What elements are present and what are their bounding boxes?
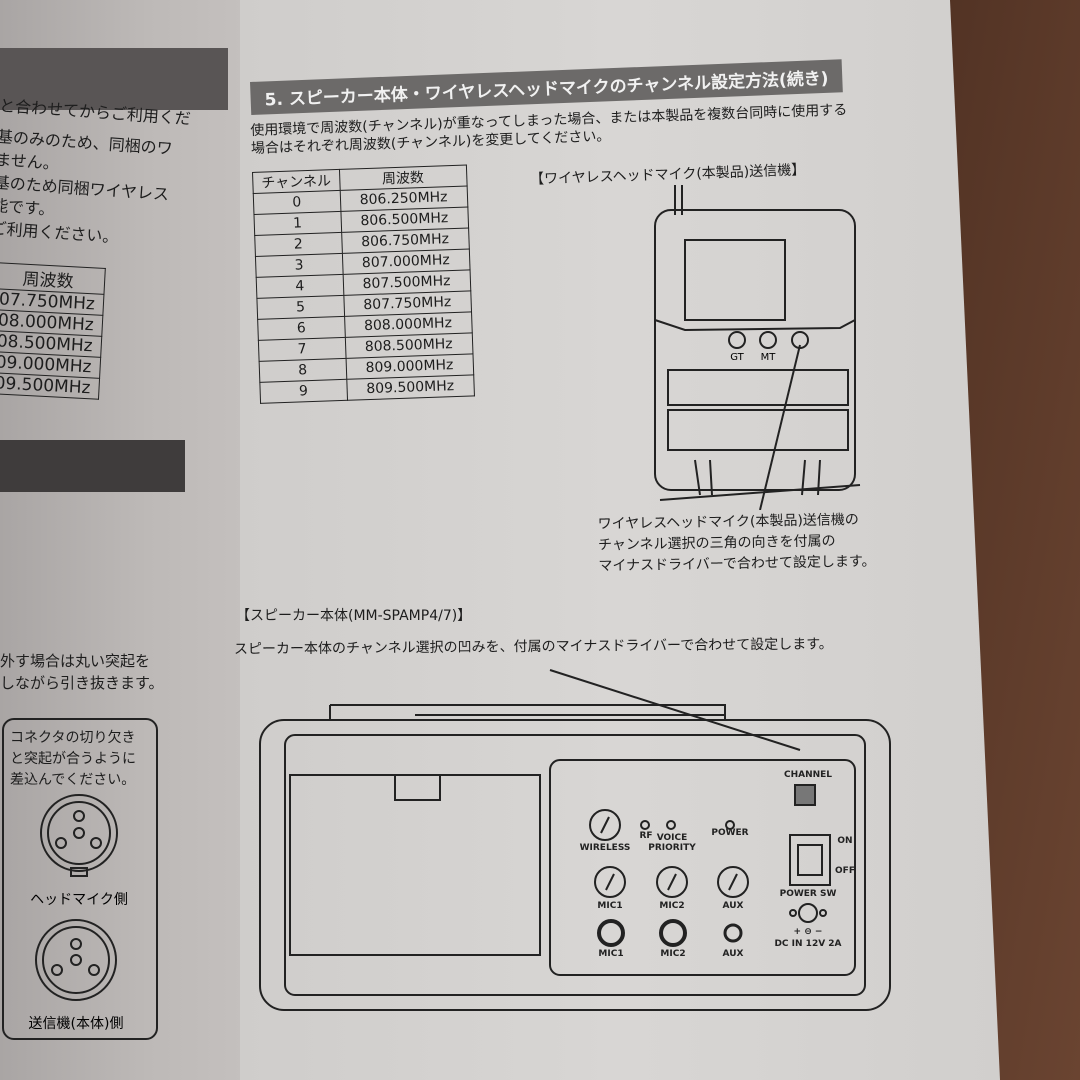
polarity-label: + ⊖ −: [794, 927, 823, 937]
speaker-diagram: CHANNEL WIRELESS RF VOICE PRIORITY POWER…: [259, 669, 891, 1011]
mic2-jack-label: MIC2: [660, 949, 685, 959]
channel-cell: 5: [256, 295, 345, 320]
channel-cell: 8: [259, 358, 347, 383]
transmitter-diagram: GT MT: [654, 185, 861, 510]
dc-in-label: DC IN 12V 2A: [774, 939, 841, 949]
power-sw-label: POWER SW: [780, 889, 837, 899]
connector-diagrams: ヘッドマイク側 送信機(本体)側: [29, 794, 128, 1032]
mic1-knob-label: MIC1: [597, 901, 622, 911]
text-line: しながら引き抜きます。: [0, 674, 164, 692]
power-label: POWER: [711, 828, 748, 838]
text-line: と突起が合うように: [10, 751, 136, 767]
mic2-knob-label: MIC2: [659, 901, 684, 911]
left-page-text: と合わせてからご利用くだ 基のみのため、同梱のワ ません。 基のため同梱ワイヤレ…: [0, 94, 192, 253]
connector-note-box: コネクタの切り欠き と突起が合うように 差込んでください。 ヘッドマイク側 送信…: [2, 718, 158, 1040]
text-line: 外す場合は丸い突起を: [0, 652, 151, 670]
gt-label: GT: [730, 352, 744, 363]
right-page: [240, 0, 1000, 1080]
channel-label: CHANNEL: [784, 770, 832, 780]
on-label: ON: [837, 836, 852, 846]
left-section-band-2: [0, 440, 185, 492]
frequency-cell: 809.500MHz: [346, 374, 475, 401]
headmic-side-label: ヘッドマイク側: [30, 892, 128, 908]
transmitter-connector-icon: [35, 919, 117, 1001]
channel-cell: 7: [258, 337, 346, 362]
channel-cell: 4: [256, 274, 344, 299]
removal-note: 外す場合は丸い突起を しながら引き抜きます。: [0, 650, 164, 694]
mic1-jack-label: MIC1: [598, 949, 623, 959]
connector-note: コネクタの切り欠き と突起が合うように 差込んでください。: [4, 720, 156, 791]
channel-cell: 2: [254, 232, 342, 257]
channel-cell: 9: [259, 379, 348, 404]
transmitter-note: ワイヤレスヘッドマイク(本製品)送信機の チャンネル選択の三角の向きを付属の マ…: [597, 510, 876, 578]
rf-label: RF: [639, 831, 652, 841]
transmitter-side-label: 送信機(本体)側: [29, 1016, 124, 1032]
table-header: チャンネル: [252, 169, 340, 194]
channel-cell: 0: [253, 190, 341, 215]
speaker-heading: 【スピーカー本体(MM-SPAMP4/7)】: [236, 608, 472, 624]
aux-knob-label: AUX: [723, 901, 744, 911]
priority-label: PRIORITY: [648, 843, 696, 853]
left-section-band: [0, 48, 228, 110]
channel-cell: 3: [255, 253, 343, 278]
channel-cell: 6: [257, 316, 345, 341]
text-line: コネクタの切り欠き: [10, 730, 136, 746]
headmic-connector-icon: [40, 794, 118, 877]
aux-jack-label: AUX: [723, 949, 744, 959]
wireless-label: WIRELESS: [580, 843, 631, 853]
voice-label: VOICE: [657, 833, 688, 843]
off-label: OFF: [835, 866, 855, 876]
mt-label: MT: [761, 352, 777, 363]
text-line: 差込んでください。: [10, 772, 136, 788]
left-page: と合わせてからご利用くだ 基のみのため、同梱のワ ません。 基のため同梱ワイヤレ…: [0, 0, 245, 1080]
left-frequency-table: 周波数 07.750MHz 08.000MHz 08.500MHz 09.000…: [0, 262, 106, 400]
channel-cell: 1: [253, 211, 342, 236]
